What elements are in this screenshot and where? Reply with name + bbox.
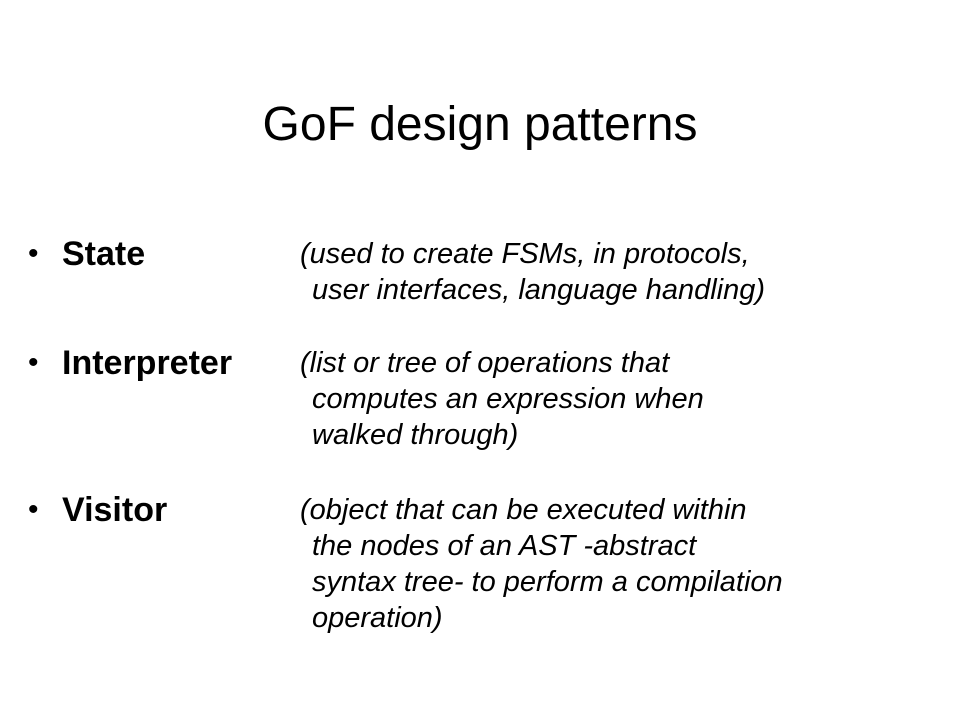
pattern-name: Interpreter xyxy=(62,344,233,382)
bullet-point-icon: • xyxy=(28,493,39,526)
description-line: walked through) xyxy=(312,419,519,451)
description-line: operation) xyxy=(312,602,443,634)
bullet-point-icon: • xyxy=(28,346,39,379)
pattern-name: State xyxy=(62,235,146,273)
pattern-description: (list or tree of operations that compute… xyxy=(300,345,704,453)
description-line: (list or tree of operations that xyxy=(300,347,670,379)
description-line: user interfaces, language handling) xyxy=(312,274,766,306)
description-line: (object that can be executed within xyxy=(300,494,747,526)
description-line: the nodes of an AST -abstract xyxy=(312,530,697,562)
slide-title: GoF design patterns xyxy=(262,98,698,151)
description-line: syntax tree- to perform a compilation xyxy=(312,566,783,598)
description-line: (used to create FSMs, in protocols, xyxy=(300,238,750,270)
bullet-point-icon: • xyxy=(28,237,39,270)
description-line: computes an expression when xyxy=(312,383,704,415)
pattern-description: (used to create FSMs, in protocols, user… xyxy=(300,236,765,308)
pattern-name: Visitor xyxy=(62,491,168,529)
pattern-description: (object that can be executed within the … xyxy=(300,492,783,636)
